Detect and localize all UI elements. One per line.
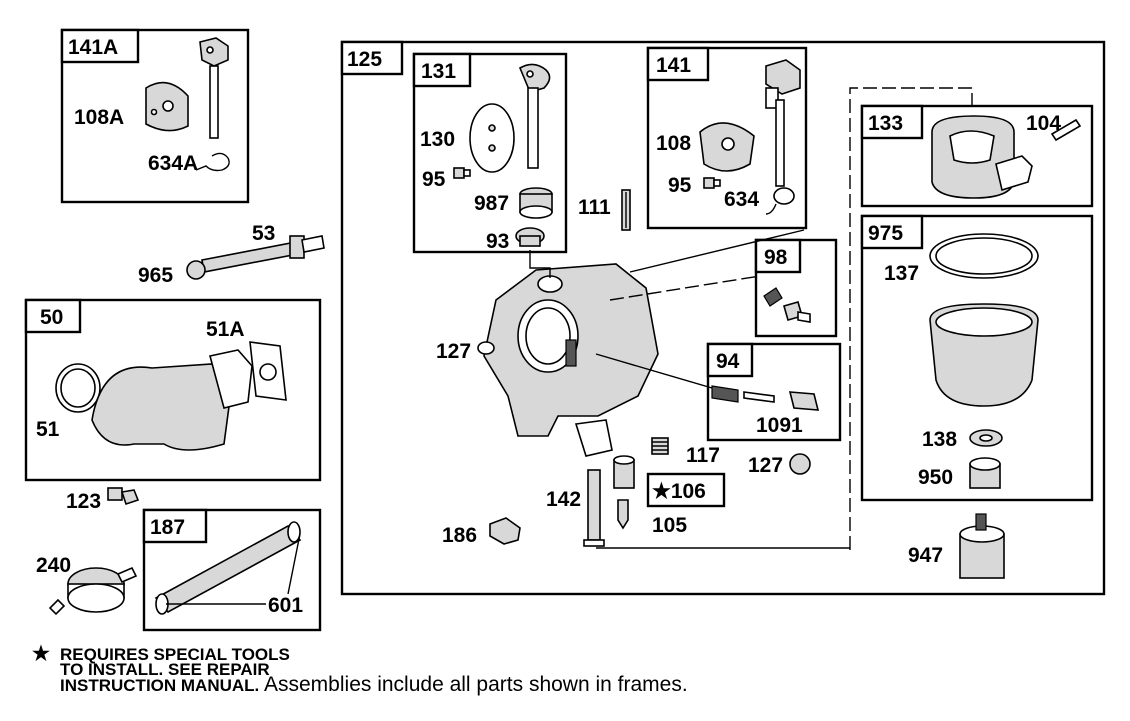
frame-131: 131 [412, 52, 568, 254]
needle-seat-icon [613, 455, 635, 489]
throttle-plate-icon [469, 103, 515, 173]
part-127b-label: 127 [748, 454, 783, 477]
part-947-label: 947 [908, 544, 943, 567]
frame-label-187: 187 [150, 516, 185, 539]
plug-icon [789, 453, 811, 475]
part-123-label: 123 [66, 490, 101, 513]
fuel-solenoid-icon [959, 513, 1005, 579]
part-51-label: 51 [36, 418, 60, 441]
frame-label-50: 50 [40, 306, 63, 329]
part-117-label: 117 [686, 444, 720, 467]
part-93-label: 93 [486, 230, 509, 253]
idle-jet-icon [621, 189, 631, 231]
assembly-guide-line [849, 87, 973, 550]
screw-icon [453, 167, 471, 179]
frame-975: 975 [860, 214, 1094, 502]
part-634A-label: 634A [148, 152, 198, 175]
frame-label-131: 131 [421, 60, 456, 83]
part-138-label: 138 [922, 428, 957, 451]
frame-187: 187 [142, 508, 322, 632]
carburetor-body-icon [483, 263, 659, 457]
part-111-label: 111 [578, 196, 611, 219]
inlet-needle-icon [617, 499, 629, 530]
intake-manifold-icon [55, 341, 287, 451]
part-987-label: 987 [474, 192, 509, 215]
return-spring-icon [765, 187, 795, 215]
bowl-nut-icon [969, 457, 1001, 489]
choke-plate-icon [145, 81, 189, 132]
leader-line [529, 250, 551, 278]
elbow-fitting-icon [489, 517, 521, 545]
hinge-pin-icon [1050, 118, 1082, 142]
frame-141A: 141A [60, 28, 250, 204]
frame-141: 141 [646, 46, 808, 230]
gasket-ring-icon [929, 233, 1039, 279]
frame-98: 98 [754, 238, 838, 338]
footnote-line-3-text: INSTRUCTION MANUAL. [60, 676, 260, 695]
part-1091-label: 1091 [756, 414, 803, 437]
star-icon: ★ [32, 643, 50, 665]
part-142-label: 142 [546, 488, 581, 511]
part-53-label: 53 [252, 222, 275, 245]
fuel-hose-icon [154, 521, 302, 615]
plug-icon [477, 341, 495, 355]
fuel-fitting-icon [186, 235, 325, 280]
part-601-label: 601 [268, 594, 303, 617]
frame-106: ★106 [646, 472, 726, 508]
fuel-pump-icon [48, 566, 138, 616]
frame-94: 94 [706, 342, 842, 442]
frame-label-94: 94 [716, 350, 740, 373]
frame-label-125: 125 [347, 48, 382, 71]
part-95a-label: 95 [422, 168, 446, 191]
part-108-label: 108 [656, 132, 691, 155]
frame-50: 50 [24, 298, 322, 482]
part-634-label: 634 [724, 188, 759, 211]
return-spring-icon [195, 152, 230, 172]
part-108A-label: 108A [74, 106, 124, 129]
seat-icon [651, 437, 669, 455]
footnote-line-2: TO INSTALL. SEE REPAIR [60, 660, 270, 679]
frame-133: 133 [860, 104, 1094, 208]
part-965-label: 965 [138, 264, 173, 287]
frame-label-141: 141 [656, 54, 691, 77]
seal-icon [515, 227, 545, 247]
idle-screw-icon [763, 287, 811, 323]
mixture-screw-icon [711, 385, 820, 411]
float-bowl-icon [929, 303, 1039, 407]
frame-label-975: 975 [868, 222, 903, 245]
part-137-label: 137 [884, 262, 919, 285]
part-95b-label: 95 [668, 174, 692, 197]
frame-label-98: 98 [764, 246, 788, 269]
assemblies-note: Assemblies include all parts shown in fr… [264, 673, 688, 696]
screw-icon [107, 487, 140, 506]
frame-label-106: ★106 [652, 480, 706, 503]
part-950-label: 950 [918, 466, 953, 489]
bushing-icon [519, 187, 553, 219]
leader-line [609, 275, 761, 301]
screw-icon [703, 177, 721, 189]
frame-label-141A: 141A [68, 36, 118, 59]
leader-line [629, 229, 805, 273]
part-51A-label: 51A [206, 318, 245, 341]
footnote: ★ REQUIRES SPECIAL TOOLS TO INSTALL. SEE… [32, 644, 688, 695]
washer-icon [969, 429, 1003, 447]
part-104-label: 104 [1026, 112, 1061, 135]
part-127a-label: 127 [436, 340, 471, 363]
part-130-label: 130 [420, 128, 455, 151]
emulsion-tube-icon [583, 469, 605, 547]
throttle-shaft-icon [518, 63, 551, 169]
choke-plate-icon [699, 122, 755, 172]
choke-shaft-icon [199, 37, 229, 139]
part-105-label: 105 [652, 514, 687, 537]
frame-label-133: 133 [868, 112, 903, 135]
float-icon [931, 115, 1033, 199]
part-240-label: 240 [36, 554, 71, 577]
leader-line [595, 353, 713, 389]
footnote-line-1: REQUIRES SPECIAL TOOLS [60, 645, 290, 664]
part-186-label: 186 [442, 524, 477, 547]
frame-125: 125 [340, 40, 1106, 596]
footnote-line-3: INSTRUCTION MANUAL. Assemblies include a… [36, 674, 688, 695]
choke-shaft-icon [765, 59, 801, 187]
